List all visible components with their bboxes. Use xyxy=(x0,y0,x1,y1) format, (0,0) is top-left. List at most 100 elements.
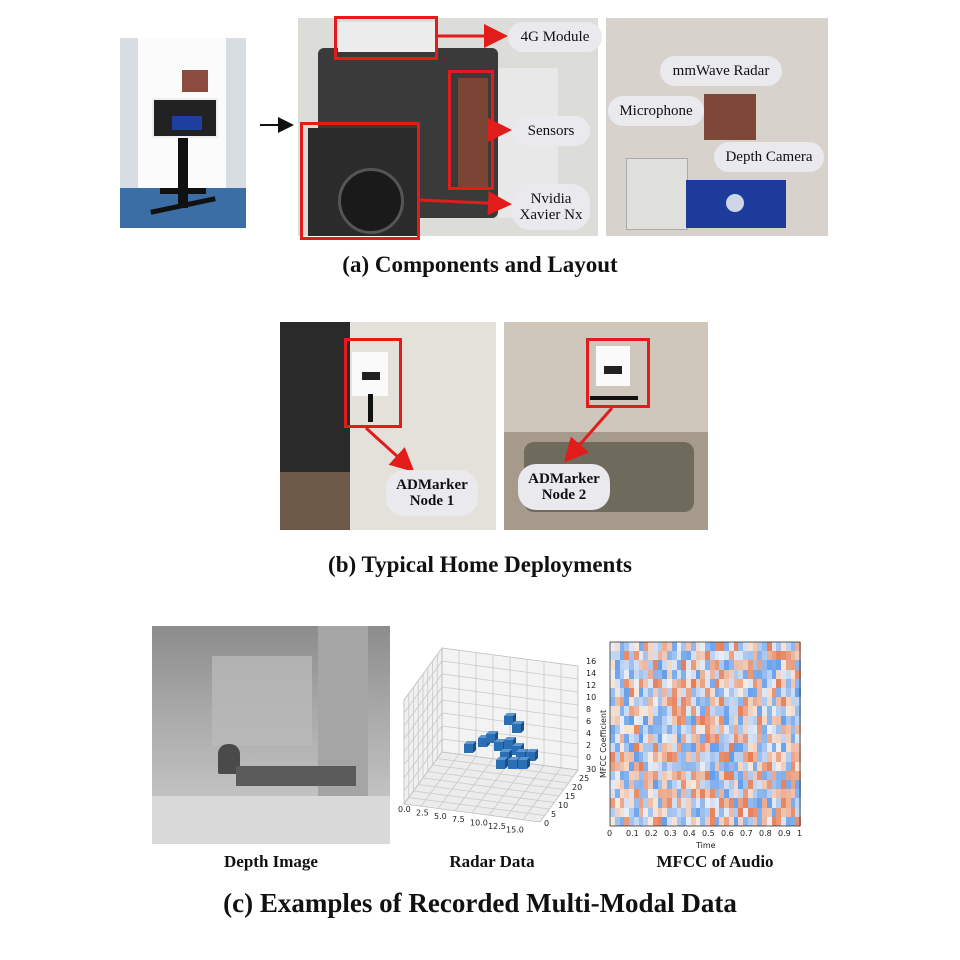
mfcc-cell xyxy=(690,697,696,707)
mfcc-cell xyxy=(733,752,739,763)
mfcc-cell xyxy=(667,688,673,698)
mfcc-cell xyxy=(752,798,758,809)
mfcc-cell xyxy=(662,816,668,827)
mfcc-cell xyxy=(624,734,630,744)
label-node-2-line2: Node 2 xyxy=(541,487,587,503)
mfcc-x-tick: 1 xyxy=(797,829,802,838)
mfcc-cell xyxy=(747,678,753,689)
mfcc-cell xyxy=(619,669,625,680)
mfcc-cell xyxy=(776,761,782,772)
mfcc-cell xyxy=(681,678,687,689)
mfcc-cell xyxy=(705,789,711,799)
mfcc-cell xyxy=(633,734,639,744)
mfcc-cell xyxy=(724,761,730,772)
mfcc-cell xyxy=(724,807,730,818)
mfcc-cell xyxy=(752,724,758,735)
mfcc-cell xyxy=(709,642,715,652)
mfcc-cell xyxy=(724,651,730,661)
mfcc-cell xyxy=(747,743,753,753)
mfcc-cell xyxy=(766,816,772,827)
mfcc-cell xyxy=(743,789,749,799)
mfcc-cell xyxy=(676,715,682,726)
mfcc-cell xyxy=(643,780,649,790)
tripod xyxy=(178,138,188,208)
mfcc-cell xyxy=(781,807,787,818)
mfcc-cell xyxy=(624,780,630,790)
mfcc-cell xyxy=(705,761,711,772)
mfcc-cell xyxy=(652,807,658,818)
mfcc-cell xyxy=(638,642,644,652)
mfcc-cell xyxy=(757,798,763,809)
mfcc-cell xyxy=(638,706,644,717)
label-microphone: Microphone xyxy=(608,96,704,126)
mfcc-cell xyxy=(657,669,663,680)
mfcc-cell xyxy=(757,816,763,827)
label-nvidia-line1: Nvidia xyxy=(530,190,572,207)
mfcc-cell xyxy=(610,734,616,744)
mfcc-cell xyxy=(648,752,654,763)
mfcc-cell xyxy=(610,789,616,799)
mfcc-cell xyxy=(743,761,749,772)
mfcc-cell xyxy=(686,752,692,763)
mfcc-cell xyxy=(686,816,692,827)
mfcc-cell xyxy=(629,688,635,698)
mfcc-cell xyxy=(724,715,730,726)
depth-image xyxy=(152,626,390,844)
mfcc-cell xyxy=(728,761,734,772)
mfcc-cell xyxy=(771,642,777,652)
mfcc-cell xyxy=(781,816,787,827)
mfcc-cell xyxy=(624,752,630,763)
mfcc-cell xyxy=(771,780,777,790)
mfcc-cell xyxy=(676,798,682,809)
mfcc-cell xyxy=(776,807,782,818)
mfcc-cell xyxy=(795,715,801,726)
radar-board xyxy=(182,70,208,92)
mfcc-cell xyxy=(752,697,758,707)
mfcc-cell xyxy=(695,780,701,790)
mfcc-cell xyxy=(781,789,787,799)
mfcc-cell xyxy=(681,734,687,744)
mfcc-cell xyxy=(733,688,739,698)
mfcc-x-tick: 0.6 xyxy=(721,829,734,838)
mfcc-cell xyxy=(690,642,696,652)
mfcc-cell xyxy=(766,697,772,707)
mfcc-cell xyxy=(671,678,677,689)
mfcc-cell xyxy=(695,660,701,671)
mfcc-cell xyxy=(733,789,739,799)
mfcc-cell xyxy=(757,642,763,652)
mfcc-cell xyxy=(747,706,753,717)
radar-z-tick: 6 xyxy=(586,717,591,726)
mfcc-cell xyxy=(766,770,772,781)
mfcc-cell xyxy=(638,678,644,689)
mfcc-cell xyxy=(681,743,687,753)
mfcc-cell xyxy=(776,697,782,707)
mfcc-cell xyxy=(705,678,711,689)
mfcc-cell xyxy=(757,688,763,698)
mfcc-cell xyxy=(681,669,687,680)
mfcc-cell xyxy=(771,752,777,763)
mfcc-cell xyxy=(762,669,768,680)
mfcc-cell xyxy=(781,715,787,726)
mfcc-cell xyxy=(681,780,687,790)
mfcc-cell xyxy=(695,770,701,781)
mfcc-cell xyxy=(695,724,701,735)
mfcc-cell xyxy=(743,780,749,790)
mfcc-cell xyxy=(714,706,720,717)
mfcc-cell xyxy=(733,697,739,707)
mfcc-cell xyxy=(790,734,796,744)
mfcc-cell xyxy=(686,678,692,689)
mfcc-cell xyxy=(676,770,682,781)
mfcc-cell xyxy=(762,770,768,781)
radar-y-tick: 0 xyxy=(544,819,549,828)
mfcc-cell xyxy=(747,688,753,698)
mfcc-cell xyxy=(686,697,692,707)
mfcc-cell xyxy=(709,798,715,809)
node1-highlight xyxy=(344,338,402,428)
mfcc-cell xyxy=(633,706,639,717)
label-nvidia: Nvidia Xavier Nx xyxy=(512,184,590,230)
mfcc-cell xyxy=(776,734,782,744)
mfcc-cell xyxy=(690,706,696,717)
mfcc-cell xyxy=(681,706,687,717)
mfcc-cell xyxy=(690,669,696,680)
mfcc-cell xyxy=(667,752,673,763)
